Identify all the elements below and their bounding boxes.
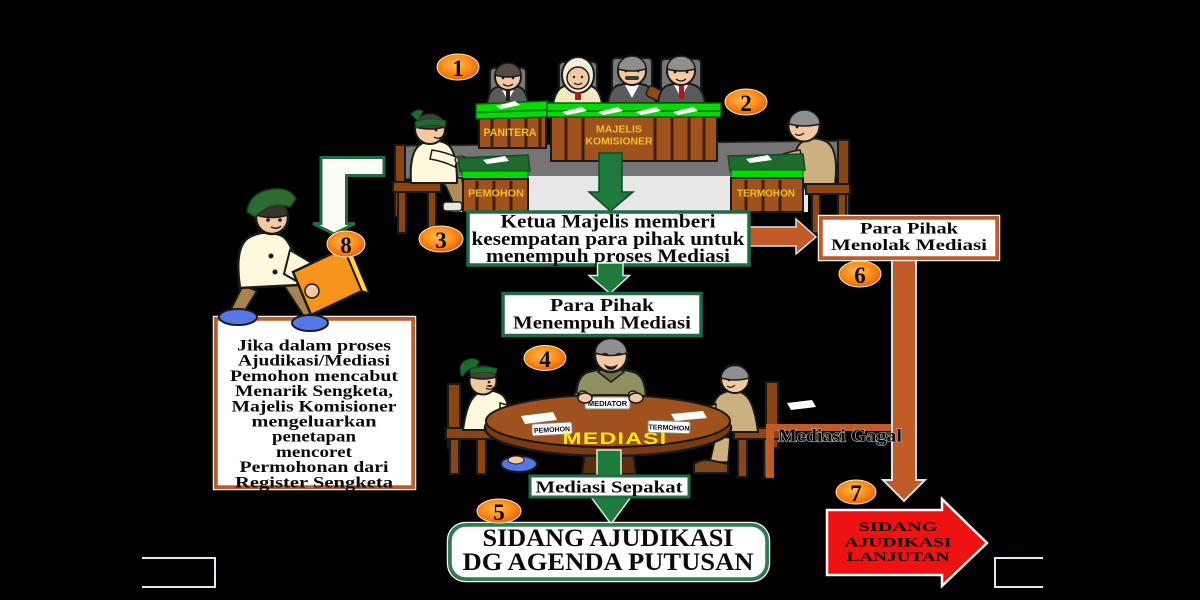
svg-text:MEDIATOR: MEDIATOR bbox=[588, 399, 628, 408]
svg-text:menempuh proses Mediasi: menempuh proses Mediasi bbox=[486, 246, 730, 267]
svg-text:Menempuh Mediasi: Menempuh Mediasi bbox=[513, 313, 691, 333]
svg-text:DG AGENDA PUTUSAN: DG AGENDA PUTUSAN bbox=[463, 549, 754, 576]
svg-text:Para Pihak: Para Pihak bbox=[860, 221, 958, 238]
svg-text:PEMOHON: PEMOHON bbox=[534, 426, 570, 435]
svg-text:MAJELIS: MAJELIS bbox=[596, 124, 642, 136]
svg-text:Jika dalam proses: Jika dalam proses bbox=[237, 338, 391, 355]
svg-text:Mediasi Gagal: Mediasi Gagal bbox=[778, 426, 902, 446]
svg-text:Para Pihak: Para Pihak bbox=[550, 295, 654, 315]
svg-text:TERMOHON: TERMOHON bbox=[648, 424, 689, 432]
svg-text:1: 1 bbox=[452, 56, 464, 81]
svg-text:AJUDIKASI: AJUDIKASI bbox=[845, 535, 952, 550]
svg-text:Register Sengketa: Register Sengketa bbox=[235, 474, 393, 491]
svg-text:mencoret: mencoret bbox=[276, 444, 353, 461]
svg-text:PEMOHON: PEMOHON bbox=[468, 189, 524, 200]
svg-text:4: 4 bbox=[539, 347, 551, 372]
svg-text:Pemohon mencabut: Pemohon mencabut bbox=[230, 368, 399, 385]
svg-text:SIDANG AJUDIKASI: SIDANG AJUDIKASI bbox=[483, 525, 734, 552]
svg-text:5: 5 bbox=[493, 500, 505, 525]
svg-text:TERMOHON: TERMOHON bbox=[737, 189, 795, 200]
svg-text:Ketua Majelis memberi: Ketua Majelis memberi bbox=[501, 212, 716, 233]
svg-text:MEDIASI: MEDIASI bbox=[563, 430, 668, 448]
svg-text:6: 6 bbox=[854, 263, 866, 288]
svg-text:7: 7 bbox=[850, 481, 862, 506]
svg-text:LANJUTAN: LANJUTAN bbox=[847, 549, 951, 564]
svg-text:PANITERA: PANITERA bbox=[484, 127, 537, 139]
svg-text:Ajudikasi/Mediasi: Ajudikasi/Mediasi bbox=[238, 353, 391, 370]
svg-text:Mediasi Sepakat: Mediasi Sepakat bbox=[536, 478, 683, 497]
svg-text:8: 8 bbox=[340, 233, 352, 258]
svg-text:kesempatan para pihak untuk: kesempatan para pihak untuk bbox=[472, 229, 745, 250]
svg-text:Majelis Komisioner: Majelis Komisioner bbox=[232, 398, 397, 415]
svg-text:KOMISIONER: KOMISIONER bbox=[586, 136, 653, 148]
svg-text:penetapan: penetapan bbox=[272, 429, 356, 446]
svg-text:3: 3 bbox=[435, 228, 447, 253]
svg-text:Menolak Mediasi: Menolak Mediasi bbox=[831, 237, 988, 254]
svg-text:mengeluarkan: mengeluarkan bbox=[252, 414, 377, 431]
svg-text:2: 2 bbox=[740, 91, 752, 116]
svg-text:SIDANG: SIDANG bbox=[859, 519, 938, 534]
svg-text:Permohonan dari: Permohonan dari bbox=[240, 459, 390, 476]
svg-text:Menarik Sengketa,: Menarik Sengketa, bbox=[235, 383, 393, 400]
